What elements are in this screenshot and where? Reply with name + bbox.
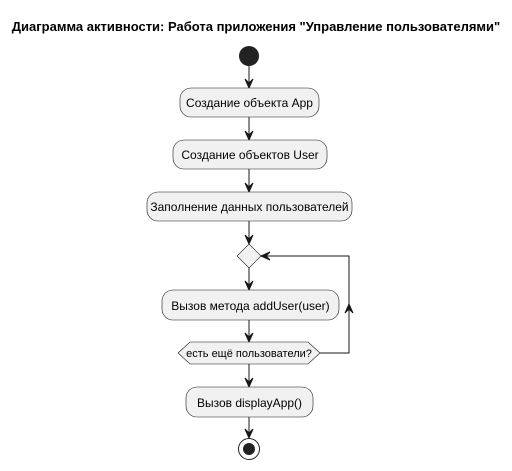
- condition-loop: есть ещё пользователи?: [177, 341, 321, 365]
- arrowhead: [244, 234, 254, 246]
- arrowhead: [344, 302, 354, 314]
- arrowhead: [244, 332, 254, 344]
- merge-node: [236, 243, 262, 269]
- diagram-title: Диаграмма активности: Работа приложения …: [12, 19, 500, 34]
- arrowhead: [244, 182, 254, 194]
- activity-create-app: Создание объекта App: [179, 87, 320, 118]
- arrowhead: [244, 377, 254, 389]
- activity-create-users-label: Создание объектов User: [181, 148, 318, 162]
- activity-create-users: Создание объектов User: [172, 139, 328, 170]
- arrowhead: [259, 251, 271, 261]
- activity-call-display-app: Вызов displayApp(): [185, 386, 314, 418]
- activity-call-add-user-label: Вызов метода addUser(user): [171, 299, 329, 313]
- activity-create-app-label: Создание объекта App: [186, 96, 313, 110]
- condition-loop-label: есть ещё пользователи?: [186, 348, 312, 360]
- end-node: [238, 438, 260, 460]
- activity-fill-data-label: Заполнение данных пользователей: [150, 200, 348, 214]
- activity-call-add-user: Вызов метода addUser(user): [161, 289, 340, 321]
- activity-fill-data: Заполнение данных пользователей: [146, 191, 353, 222]
- arrowhead: [244, 130, 254, 142]
- start-node: [239, 46, 259, 66]
- arrowhead: [244, 78, 254, 90]
- arrowhead: [244, 280, 254, 292]
- arrowhead: [244, 428, 254, 440]
- activity-call-display-app-label: Вызов displayApp(): [197, 396, 302, 410]
